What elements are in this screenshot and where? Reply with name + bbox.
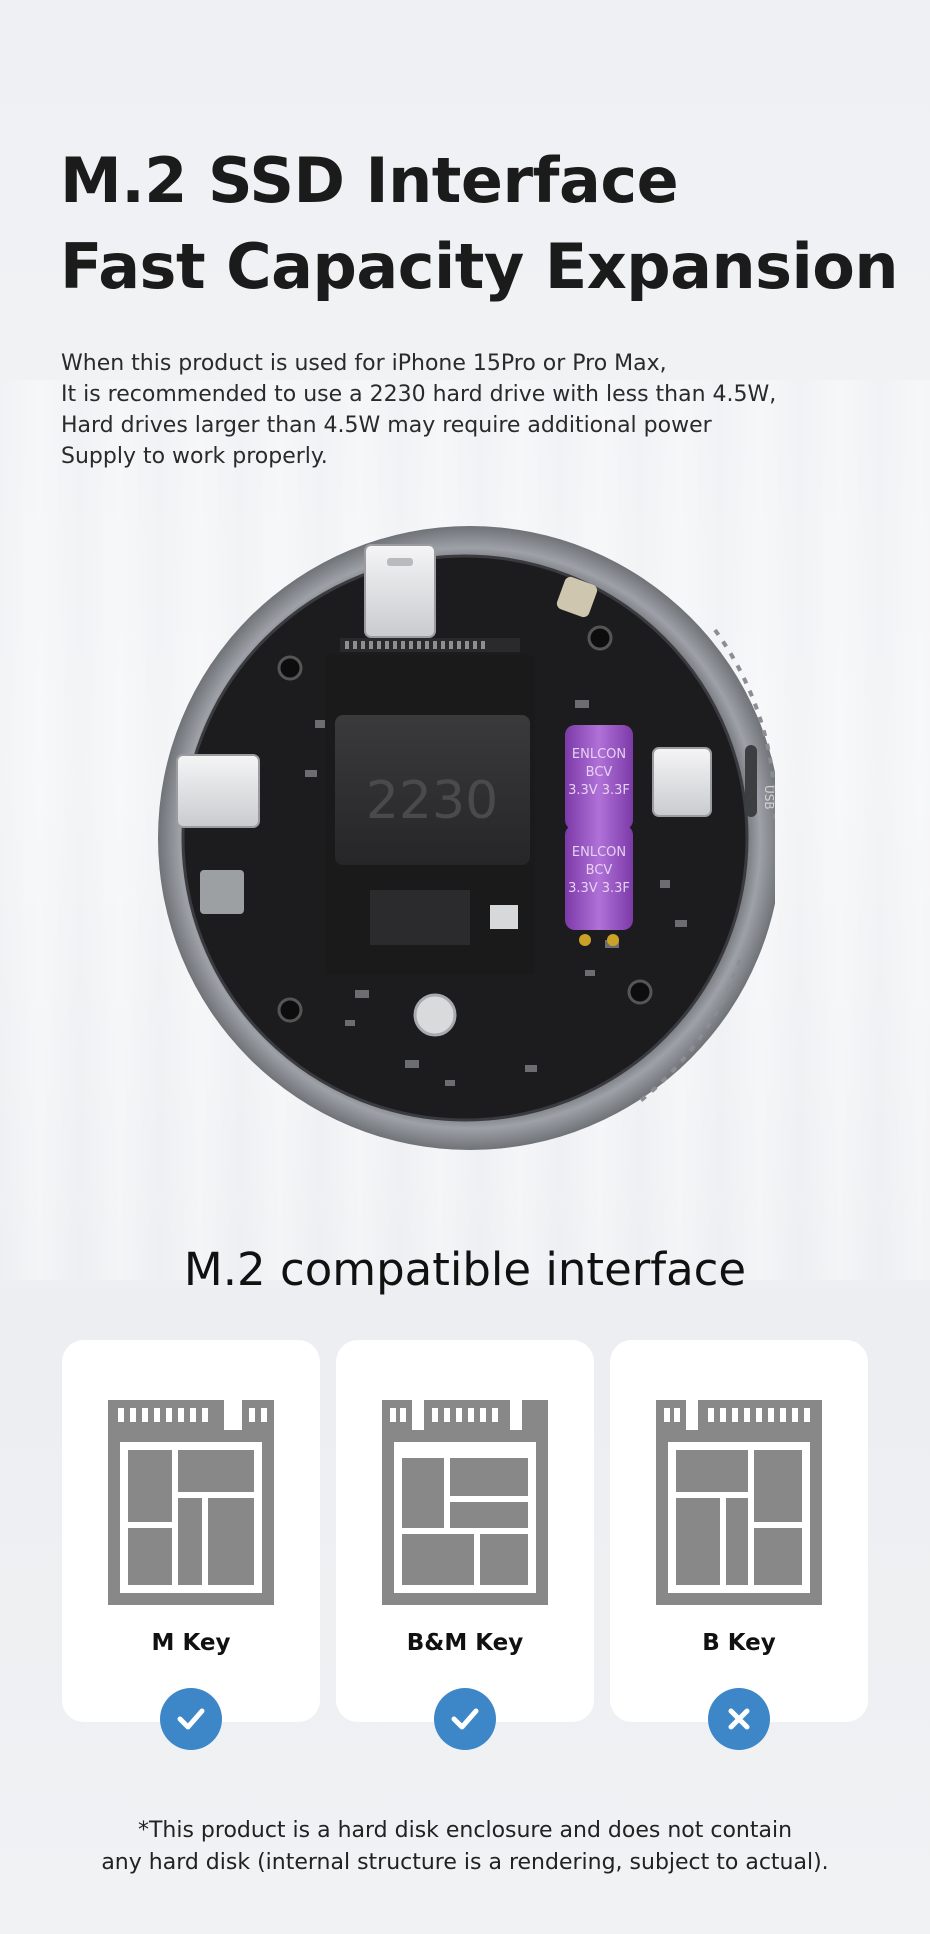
inductor xyxy=(556,576,598,618)
rim-ribs xyxy=(633,628,775,1107)
check-icon xyxy=(177,1708,205,1730)
description-line-2: It is recommended to use a 2230 hard dri… xyxy=(61,382,777,407)
left-usb-c-port xyxy=(176,754,260,828)
capacitor-label-2b: BCV xyxy=(586,863,613,878)
b-key-icon xyxy=(656,1400,822,1605)
capacitor-label-1a: ENLCON xyxy=(572,747,626,762)
description-line-3: Hard drives larger than 4.5W may require… xyxy=(61,413,712,438)
b-key-label: B Key xyxy=(702,1630,776,1656)
cross-icon xyxy=(728,1708,750,1730)
headline: M.2 SSD Interface Fast Capacity Expansio… xyxy=(60,138,898,310)
ssd-size-label: 2230 xyxy=(366,771,498,831)
bm-key-icon xyxy=(382,1400,548,1605)
capacitor-label-2c: 3.3V 3.3F xyxy=(568,881,630,896)
headline-line-1: M.2 SSD Interface xyxy=(60,144,679,217)
capacitor-label-1c: 3.3V 3.3F xyxy=(568,783,630,798)
headline-line-2: Fast Capacity Expansion xyxy=(60,230,898,303)
m-key-icon xyxy=(108,1400,274,1605)
description-line-1: When this product is used for iPhone 15P… xyxy=(61,351,667,376)
check-icon xyxy=(451,1708,479,1730)
compatibility-section-title: M.2 compatible interface xyxy=(183,1243,747,1296)
b-key-status-badge xyxy=(708,1688,770,1750)
top-usb-c-port xyxy=(364,544,436,638)
ssd-screw xyxy=(413,993,457,1037)
m-key-status-badge xyxy=(160,1688,222,1750)
description: When this product is used for iPhone 15P… xyxy=(61,348,776,472)
capacitor-label-2a: ENLCON xyxy=(572,845,626,860)
bm-key-status-badge xyxy=(434,1688,496,1750)
capacitor-label-1b: BCV xyxy=(586,765,613,780)
right-usb-c-port xyxy=(652,747,712,817)
b-key-card: B Key xyxy=(610,1340,868,1722)
ssd-enclosure-image: USB 2230 ENLCON BCV 3.3V 3.3F ENLCON BCV… xyxy=(158,526,775,1150)
description-line-4: Supply to work properly. xyxy=(61,444,328,469)
footnote-line-1: *This product is a hard disk enclosure a… xyxy=(137,1818,793,1843)
bm-key-card: B&M Key xyxy=(336,1340,594,1722)
usb-port-label: USB xyxy=(762,785,775,810)
bm-key-label: B&M Key xyxy=(406,1630,524,1656)
usb-slot xyxy=(745,745,757,817)
disclaimer-footnote: *This product is a hard disk enclosure a… xyxy=(0,1815,930,1879)
capacitor-2 xyxy=(565,825,633,930)
footnote-line-2: any hard disk (internal structure is a r… xyxy=(101,1850,829,1875)
capacitor-1 xyxy=(565,725,633,830)
m-key-label: M Key xyxy=(151,1630,231,1656)
m-key-card: M Key xyxy=(62,1340,320,1722)
ssd-chip xyxy=(335,715,530,865)
